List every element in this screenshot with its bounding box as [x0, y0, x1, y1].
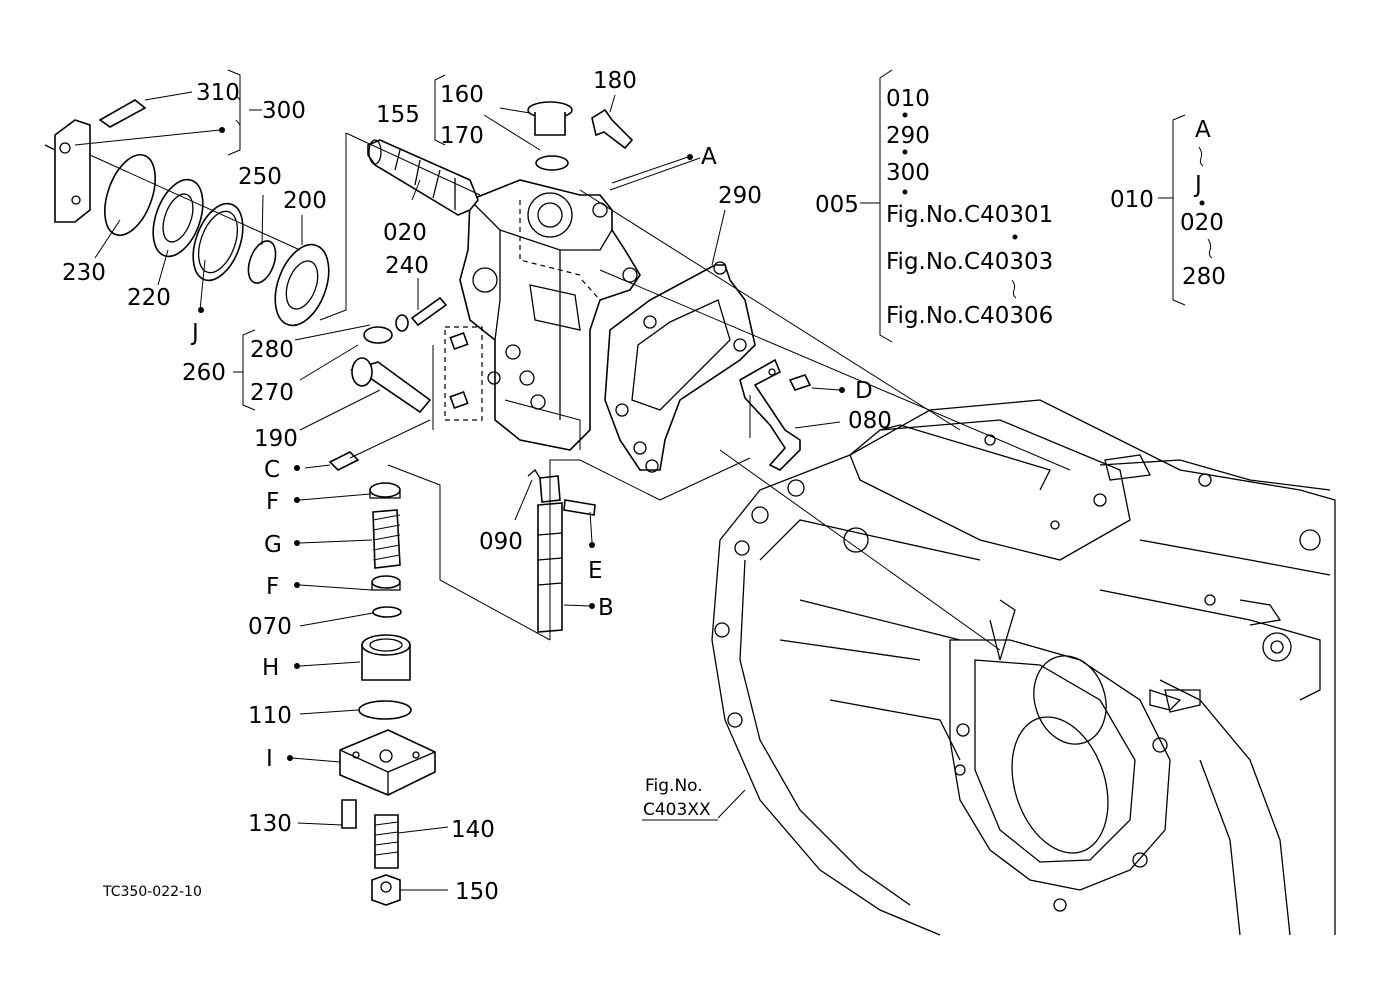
callout-180: 180 — [593, 68, 637, 94]
callout-080: 080 — [848, 408, 892, 434]
callout-200: 200 — [283, 188, 327, 214]
ref-figure-line2: C403XX — [643, 800, 711, 820]
transmission-case-drawing — [711, 399, 1336, 936]
gasket-290-drawing — [604, 261, 756, 473]
callout-d: D — [855, 378, 873, 404]
callout-090: 090 — [479, 529, 523, 555]
group-brackets — [227, 69, 1186, 651]
group-005-item: 290 — [886, 123, 930, 149]
callout-150: 150 — [455, 879, 499, 905]
callout-130: 130 — [248, 811, 292, 837]
callout-j: J — [190, 320, 199, 346]
callout-270: 270 — [250, 380, 294, 406]
callout-290: 290 — [718, 183, 762, 209]
group-010-item: 020 — [1180, 210, 1224, 236]
valve-body-drawing — [459, 179, 641, 451]
leader-lines — [94, 91, 841, 891]
callout-310: 310 — [196, 80, 240, 106]
callout-155: 155 — [376, 102, 420, 128]
callout-c: C — [264, 457, 280, 483]
callout-110: 110 — [248, 703, 292, 729]
callout-f-lower: F — [266, 574, 279, 600]
group-005-item: 010 — [886, 86, 930, 112]
callout-labels: 310 300 155 160 180 170 A 020 250 200 29… — [62, 68, 892, 905]
callout-230: 230 — [62, 260, 106, 286]
callout-240: 240 — [385, 253, 429, 279]
reference-figure-note: Fig.No. C403XX — [642, 776, 718, 821]
fastener-drawings — [328, 296, 812, 516]
callout-b: B — [598, 595, 614, 621]
lever-assembly-drawing — [44, 99, 330, 327]
relief-valve-stack-drawing — [339, 482, 436, 906]
group-010-code: 010 — [1110, 187, 1154, 213]
group-005-item: Fig.No.C40301 — [886, 202, 1053, 228]
spool-b-drawing — [527, 469, 563, 633]
callout-g: G — [264, 532, 282, 558]
callout-280: 280 — [250, 337, 294, 363]
callout-a: A — [701, 144, 717, 170]
callout-220: 220 — [127, 285, 171, 311]
plug-and-bolt-drawing — [527, 101, 634, 171]
group-005-legend: 005 010 290 300 Fig.No.C40301 Fig.No.C40… — [815, 86, 1053, 329]
callout-190: 190 — [254, 426, 298, 452]
ref-figure-line1: Fig.No. — [645, 776, 703, 796]
callout-i: I — [266, 746, 273, 772]
callout-020: 020 — [383, 220, 427, 246]
callout-070: 070 — [248, 614, 292, 640]
group-005-code: 005 — [815, 192, 859, 218]
callout-h: H — [262, 655, 279, 681]
callout-f-upper: F — [266, 489, 279, 515]
leader-dots — [198, 127, 845, 761]
group-010-item: J — [1193, 172, 1202, 198]
group-010-item: A — [1195, 117, 1211, 143]
callout-170: 170 — [440, 123, 484, 149]
figure-code: TC350-022-10 — [102, 884, 202, 900]
callout-260: 260 — [182, 360, 226, 386]
callout-e: E — [588, 558, 603, 584]
group-010-legend: 010 A J 020 280 — [1110, 117, 1226, 290]
callout-250: 250 — [238, 164, 282, 190]
callout-140: 140 — [451, 817, 495, 843]
bracket-080-drawing — [739, 358, 801, 471]
group-005-item: Fig.No.C40303 — [886, 249, 1053, 275]
callout-160: 160 — [440, 82, 484, 108]
callout-300: 300 — [262, 98, 306, 124]
group-005-item: 300 — [886, 160, 930, 186]
group-010-item: 280 — [1182, 264, 1226, 290]
group-005-item: Fig.No.C40306 — [886, 303, 1053, 329]
